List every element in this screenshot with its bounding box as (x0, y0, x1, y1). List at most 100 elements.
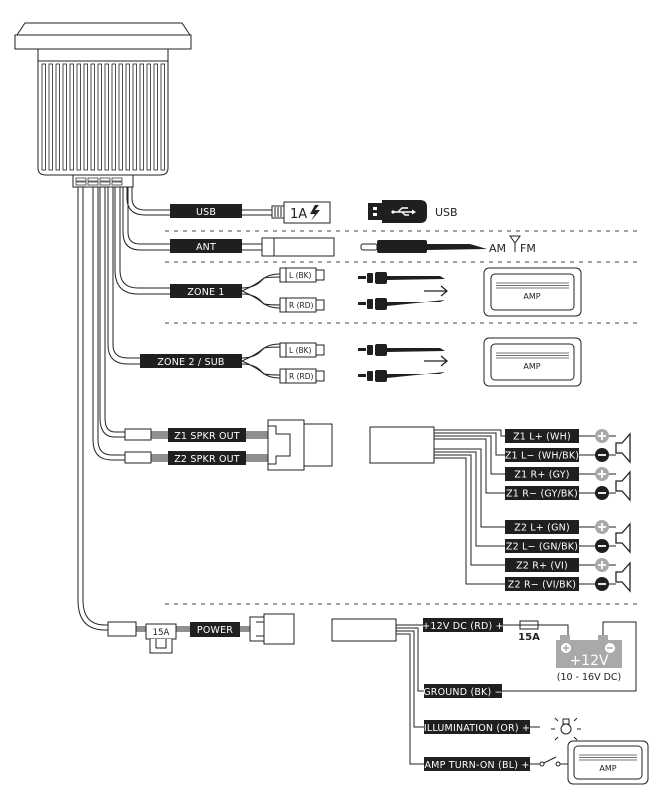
heatsink-fin (111, 63, 116, 171)
zone2-label: ZONE 2 / SUB (157, 357, 224, 368)
light-bulb-icon (551, 717, 581, 741)
battery-icon: +12V (556, 635, 622, 669)
amp-turn-on-label: AMP TURN-ON (BL) + (424, 760, 529, 771)
fm-label: FM (520, 242, 536, 255)
speaker-wire-label-box (505, 577, 579, 591)
arrow-right-icon (424, 355, 449, 367)
heatsink-fin (139, 63, 144, 171)
zone2-rca-plugs-icon (358, 344, 445, 382)
speaker-wire-label-box (505, 448, 579, 462)
speaker-wire-label: Z2 L+ (GN) (514, 523, 570, 534)
speaker-wire (434, 432, 505, 456)
speaker-wire-label: Z2 R+ (VI) (516, 561, 568, 572)
heatsink-fin (90, 63, 95, 171)
zone1-rca-plugs-icon (358, 272, 445, 310)
speaker-wire-label-box (505, 467, 579, 481)
inline-fuse-rating: 15A (153, 628, 170, 638)
power-harness-plug[interactable] (249, 613, 295, 645)
heatsink-fin (69, 63, 74, 171)
heatsink-fin (153, 63, 158, 171)
speaker-wire-label-box (505, 520, 579, 534)
speaker-wire-label: Z1 L+ (WH) (513, 432, 571, 443)
ground-label: GROUND (BK) − (423, 687, 503, 698)
speaker-wire (434, 457, 505, 585)
antenna-icon (509, 235, 521, 252)
svg-text:R (RD): R (RD) (289, 372, 314, 381)
heatsink-fin (104, 63, 109, 171)
heatsink-fin (62, 63, 67, 171)
zone2-amp: AMP (483, 337, 582, 387)
usb-device-label: USB (435, 206, 458, 219)
head-unit (14, 22, 192, 188)
usb-label: USB (196, 207, 216, 218)
power-harness-socket[interactable] (331, 618, 397, 642)
usb-current-rating: 1A (290, 207, 307, 222)
battery-fuse-rating: 15A (518, 632, 540, 643)
speaker-z2-right-icon (615, 561, 631, 593)
antenna-row: ANT AM FM (170, 235, 536, 257)
z2-spkr-out-label: Z2 SPKR OUT (174, 454, 240, 465)
speaker-harness-socket[interactable] (369, 426, 435, 464)
heatsink-fin (118, 63, 123, 171)
switch-icon (530, 756, 568, 767)
speaker-wire-label: Z2 R− (VI/BK) (508, 580, 576, 591)
svg-text:AMP: AMP (523, 292, 540, 301)
heatsink-fin (76, 63, 81, 171)
battery-voltage: +12V (569, 653, 609, 669)
lightning-bolt-icon (310, 205, 320, 221)
speaker-output-row: Z1 SPKR OUT Z2 SPKR OUT Z1 L+ (WH) Z1 L− … (124, 419, 631, 593)
power-row: 15A POWER +12V DC (RD) + 15A (107, 613, 649, 785)
svg-text:R (RD): R (RD) (289, 301, 314, 310)
heatsink-fin (41, 63, 46, 171)
speaker-wire-label: Z1 L− (WH/BK) (505, 451, 579, 462)
heatsink-fin (83, 63, 88, 171)
zone2-row: ZONE 2 / SUB L (BK) R (RD) AMP (140, 337, 582, 387)
speaker-wire-label: Z1 R− (GY/BK) (506, 489, 578, 500)
battery-range: (10 - 16V DC) (557, 672, 622, 683)
z1-spkr-out-label: Z1 SPKR OUT (174, 431, 240, 442)
speaker-wire (434, 435, 505, 475)
zone1-row: ZONE 1 L (BK) R (RD) AMP (170, 267, 582, 317)
speaker-wire (434, 438, 505, 494)
main-cable-bundle (77, 187, 170, 631)
heatsink-fins (41, 63, 165, 171)
power-label: POWER (197, 625, 233, 636)
speaker-z1-left-icon (615, 432, 631, 464)
speaker-wire-label-box (505, 486, 579, 500)
speaker-z2-left-icon (615, 522, 631, 554)
ant-connector[interactable] (273, 237, 335, 257)
speaker-wire-label: Z1 R+ (GY) (514, 470, 569, 481)
speaker-wire-label-box (505, 429, 579, 443)
speaker-wire-label-box (505, 539, 579, 553)
speaker-z1-right-icon (615, 470, 631, 502)
heatsink-fin (146, 63, 151, 171)
speaker-harness-plug[interactable] (267, 419, 333, 471)
turn-on-amp: AMP (567, 740, 649, 785)
heatsink-fin (48, 63, 53, 171)
illumination-label: ILLUMINATION (OR) + (424, 723, 530, 734)
svg-text:AMP: AMP (599, 764, 616, 773)
arrow-right-icon (424, 285, 449, 297)
usb-row: USB 1A USB (170, 200, 458, 224)
zone1-label: ZONE 1 (187, 287, 224, 298)
svg-text:AMP: AMP (523, 362, 540, 371)
ant-label: ANT (196, 242, 216, 253)
usb-stick-icon (368, 200, 427, 223)
speaker-wire-label: Z2 L− (GN/BK) (506, 542, 578, 553)
section-dividers (165, 230, 640, 605)
speaker-wire (434, 429, 505, 437)
usb-connector[interactable] (283, 201, 331, 224)
svg-text:L (BK): L (BK) (289, 346, 312, 355)
usb-label-box (170, 204, 242, 218)
inline-fuse-holder: 15A (145, 623, 177, 654)
speaker-wire (434, 454, 505, 566)
speaker-wire (434, 451, 505, 547)
heatsink-fin (125, 63, 130, 171)
speaker-wires (434, 429, 505, 585)
battery-feed-label: +12V DC (RD) + (422, 621, 504, 632)
speaker-wire (434, 448, 505, 528)
speaker-wire-label-box (505, 558, 579, 572)
am-label: AM (489, 242, 506, 255)
wire-harness-plug (75, 177, 123, 186)
